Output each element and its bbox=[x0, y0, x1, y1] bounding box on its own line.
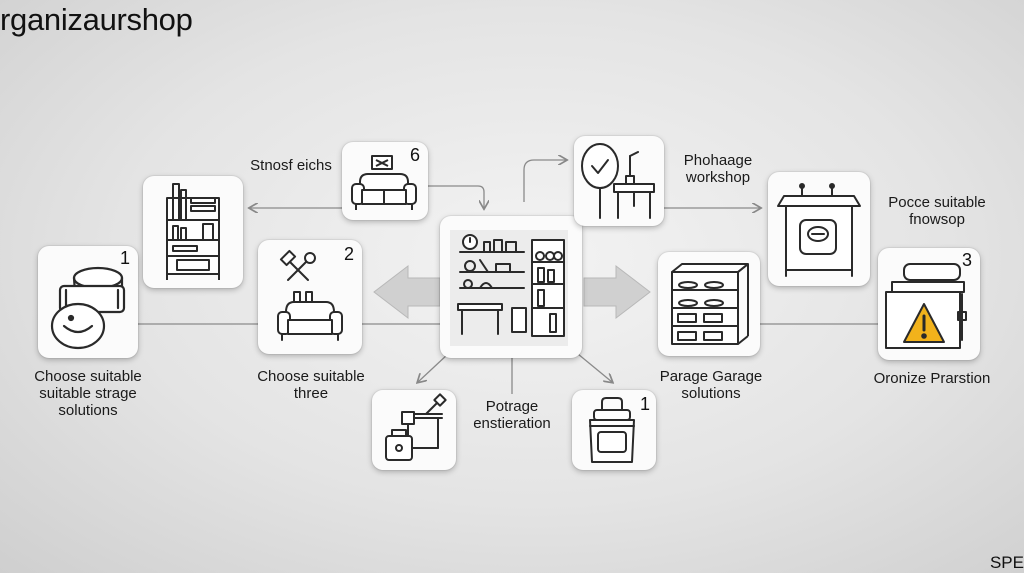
node-card-center[interactable] bbox=[440, 216, 582, 358]
corner-text: SPE bbox=[989, 553, 1024, 572]
mirror-desk-icon bbox=[581, 143, 655, 219]
node-label-6: Stnosf eichs bbox=[232, 157, 350, 174]
label-line: Oronize Prarstion bbox=[873, 370, 991, 387]
node-card-bookshelf[interactable] bbox=[143, 176, 243, 288]
tools-sofa-icon bbox=[277, 249, 343, 341]
page-title: rganizaurshop bbox=[0, 2, 193, 37]
node-label-machine: Pocce suitable fnowsop bbox=[874, 194, 1000, 228]
step-number-2: 2 bbox=[343, 244, 354, 264]
label-line: Choose suitable bbox=[257, 368, 365, 385]
label-line: suitable strage bbox=[39, 385, 137, 402]
step-number-3: 3 bbox=[961, 250, 972, 270]
storage-bag-icon bbox=[589, 397, 635, 463]
node-card-2[interactable]: 2 bbox=[258, 240, 362, 354]
label-line: Phohaage bbox=[683, 152, 753, 169]
step-number-6: 6 bbox=[409, 145, 420, 165]
step-number-1: 1 bbox=[119, 248, 130, 268]
node-label-1: Choose suitable suitable strage solution… bbox=[18, 368, 158, 419]
bookshelf-icon bbox=[166, 183, 220, 280]
node-card-bag[interactable]: 1 bbox=[572, 390, 656, 470]
node-label-2: Choose suitable three bbox=[240, 368, 382, 402]
node-label-shelving: Parage Garage solutions bbox=[640, 368, 782, 402]
node-label-workshop: Phohaage workshop bbox=[668, 152, 768, 186]
label-line: solutions bbox=[58, 402, 118, 419]
node-card-shelving[interactable] bbox=[658, 252, 760, 356]
node-card-workshop[interactable] bbox=[574, 136, 664, 226]
node-label-pipes: Potrage enstieration bbox=[462, 398, 562, 432]
garage-shelving-icon bbox=[671, 263, 749, 345]
label-line: Potrage bbox=[485, 398, 539, 415]
node-card-6[interactable]: 6 bbox=[342, 142, 428, 220]
node-card-3[interactable]: 3 bbox=[878, 248, 980, 360]
appliance-icon bbox=[777, 183, 861, 277]
organized-workshop-icon bbox=[450, 230, 568, 346]
label-line: Pocce suitable bbox=[888, 194, 986, 211]
node-card-pipes[interactable] bbox=[372, 390, 456, 470]
label-line: Parage Garage bbox=[659, 368, 763, 385]
label-line: Choose suitable bbox=[34, 368, 142, 385]
label-line: fnowsop bbox=[909, 211, 965, 228]
warning-cabinet-icon bbox=[885, 263, 967, 349]
label-line: Stnosf eichs bbox=[250, 157, 332, 174]
label-line: solutions bbox=[681, 385, 741, 402]
node-label-3: Oronize Prarstion bbox=[862, 370, 1002, 387]
node-card-1[interactable]: 1 bbox=[38, 246, 138, 358]
storage-bins-icon bbox=[50, 266, 126, 350]
node-card-machine[interactable] bbox=[768, 172, 870, 286]
pipe-valve-icon bbox=[385, 393, 447, 461]
label-line: enstieration bbox=[473, 415, 551, 432]
step-number-bag: 1 bbox=[639, 394, 650, 414]
sofa-tv-icon bbox=[351, 155, 417, 210]
label-line: workshop bbox=[685, 169, 751, 186]
label-line: three bbox=[293, 385, 329, 402]
